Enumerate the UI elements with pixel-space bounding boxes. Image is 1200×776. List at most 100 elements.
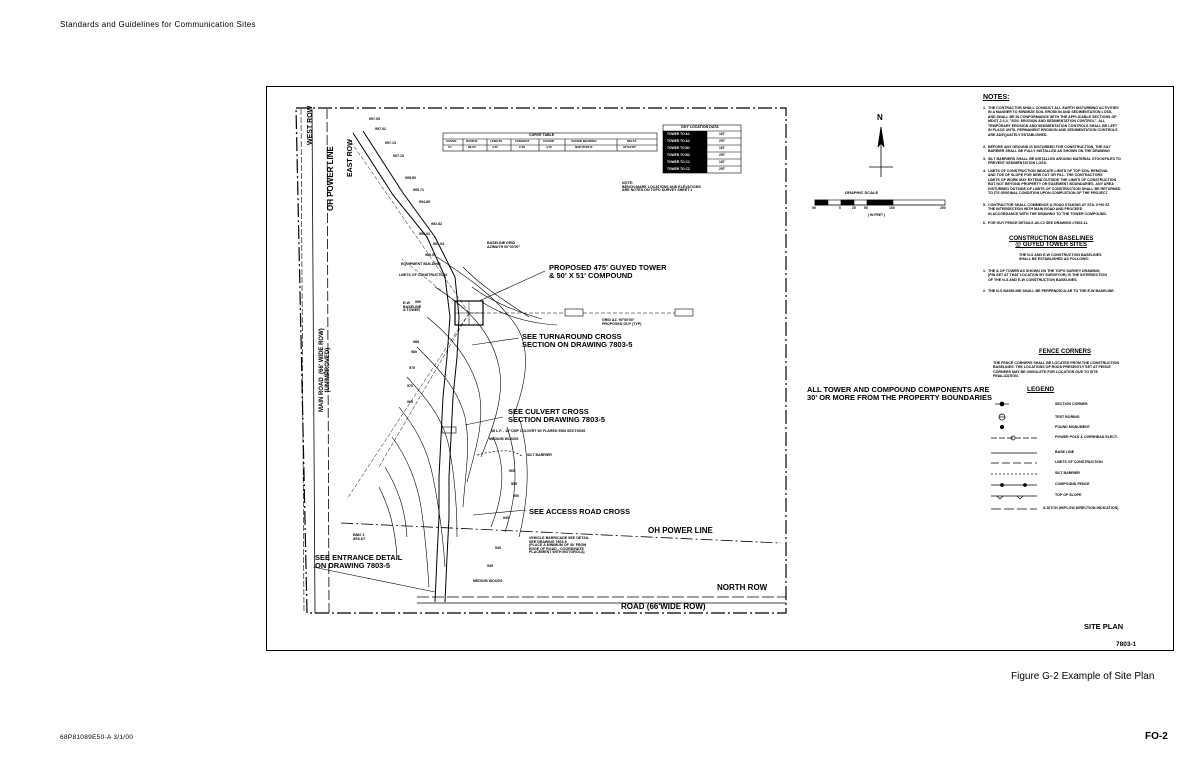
guy-table-cell: TOWER TO A1 [667,132,690,136]
curve-table-title: CURVE TABLE [529,133,555,137]
guy-table-cell: 297' [719,167,726,171]
elevation-label: 940 [495,546,501,550]
guy-table-cell: TOWER TO B1 [667,146,690,150]
curve-table-header: CHORD [543,139,554,143]
north-row-label: NORTH ROW [717,583,768,592]
legend-item: SILT BARRIER [1055,471,1080,475]
elevation-label: 995.71 [413,188,424,192]
grid-az-label: GRID AZ. 90°00'00" PROPOSED GUY (TYP) [602,318,642,326]
curve-table-cell: 4.75 [492,145,498,149]
note-item: 6. FOR GUY FENCE DETAILS A0-C2 SEE DRAWI… [983,221,1089,225]
guy-table-cell: TOWER TO C1 [667,160,690,164]
baselines-note: 1. THE & OF TOWER AS SHOWN ON THE TOPO S… [983,269,1107,282]
legend-item: COMPOUND FENCE [1055,482,1090,486]
guy-table-cell: 167' [719,146,726,150]
curve-table-header: DELTA [627,139,637,143]
scale-tick: 0 [839,206,841,210]
west-row-label: WEST ROW [307,105,314,145]
scale-tick: 25 [852,206,856,210]
culvert-note-label: 38 L.F. - 18"CMP CULVERT W/ FLARED END S… [491,429,586,433]
baseline-grid-label: BASELINE GRID AZIMUTH 00°00'00" [487,241,521,249]
oh-power-line [340,522,782,544]
legend-item: LIMITS OF CONSTRUCTION [1055,460,1103,464]
baselines-title: CONSTRUCTION BASELINES @ GUYED TOWER SIT… [1009,236,1094,248]
culvert-callout: SEE CULVERT CROSS SECTION DRAWING 7803-5 [508,407,606,424]
note-item: 3. SILT BARRIERS SHALL BE INSTALLED AROU… [983,157,1121,166]
baselines-intro: THE N-S AND E-W CONSTRUCTION BASELINES S… [1019,253,1102,262]
site-plan-drawing [295,107,1037,614]
graphic-scale-unit: ( IN FEET ) [868,213,886,217]
legend-item: TEST BORING [1055,415,1080,419]
elevation-label: 989.91 [425,253,436,257]
note-item: 1. THE CONTRACTOR SHALL CONDUCT ALL EART… [983,106,1119,137]
curve-table-header: LENGTH [490,139,503,143]
property-callout: ALL TOWER AND COMPOUND COMPONENTS ARE 30… [807,385,992,402]
elevation-label: 955 [511,482,517,486]
graphic-scale-title: GRAPHIC SCALE [845,190,879,195]
baseline-tower-label: E-W BASELINE & TOWER [403,301,422,313]
limits-of-construction-label: LIMITS OF CONSTRUCTION [399,273,447,277]
contour-lines [378,256,558,588]
equipment-building-label: EQUIPMENT BUILDING [401,262,441,266]
site-plan-sheet: WEST ROW EAST ROW OH POWER LINE MAIN ROA… [266,86,1174,651]
curve-table-header: CURVE [446,139,457,143]
medium-woods-2-label: MEDIUM WOODS [473,579,503,583]
north-arrow-graphic [869,126,893,177]
elevation-label: 950 [513,494,519,498]
elevation-label: 997.53 [369,117,380,121]
elevation-label: 935 [487,564,493,568]
page-number: FO-2 [1145,731,1168,742]
guy-table-cell: 167' [719,160,726,164]
elevation-label: 993.63 [419,232,430,236]
guy-table-cell: 297' [719,139,726,143]
elevation-label: 992.82 [431,222,442,226]
curve-table-cell: 4.75 [546,145,552,149]
elevation-label: 945 [503,516,509,520]
legend-symbols [991,401,1037,510]
legend-item: POWER POLE & OVERHEAD ELECT. [1055,435,1118,439]
elevation-label: 980 [411,350,417,354]
curve-table-cell: 89.50 [468,145,476,149]
curve-table [442,132,658,152]
legend-item: SECTION CORNER [1055,402,1088,406]
curve-table-cell: 03°02'28" [623,145,637,149]
guy-table-cell: TOWER TO A2 [667,139,690,143]
road-label: ROAD (66'WIDE ROW) [621,602,706,611]
baselines-note: 2. THE N-S BASELINE SHALL BE PERPENDICUL… [983,289,1115,293]
elevation-label: 965 [407,400,413,404]
elevation-label: 997.02 [375,127,386,131]
guy-table-cell: 167' [719,132,726,136]
legend-item: BASE LINE [1055,450,1075,454]
access-road [352,132,451,603]
east-row-label: EAST ROW [347,139,354,177]
curve-table-cell: 2.38 [519,145,525,149]
silt-barrier-label: SILT BARRIER [527,453,552,457]
sheet-title: SITE PLAN [1084,622,1124,631]
figure-caption: Figure G-2 Example of Site Plan [1011,671,1155,682]
scale-tick: 50 [812,206,816,210]
main-road-label: MAIN ROAD (66' WIDE ROW) (UNIMPROVED) [319,328,331,412]
entrance-callout: SEE ENTRANCE DETAIL ON DRAWING 7803-5 [315,553,403,570]
sheet-number: 7803-1 [1116,641,1137,648]
curve-table-cell: C1 [448,145,452,149]
guy-table-cell: TOWER TO B2 [667,153,690,157]
elevation-label: 997.10 [393,154,404,158]
page-header: Standards and Guidelines for Communicati… [60,20,256,29]
north-arrow-label: N [877,113,883,122]
fence-corners-title: FENCE CORNERS [1039,349,1092,355]
vehicle-barricade-label: VEHICLE BARRICADE SEE DETAIL SEE DRAWING… [529,536,590,555]
curve-table-header: RADIUS [466,139,478,143]
oh-power-line-vertical-label: OH POWER LINE [326,146,335,211]
elevation-label: 970 [407,384,413,388]
elevation-label: 997.13 [385,141,396,145]
bench-note-label: NOTE: BENCH-MARK LOCATIONS AND ELEVATION… [622,181,701,193]
note-item: 4. LIMITS OF CONSTRUCTION INDICATE LIMIT… [983,169,1121,196]
curve-table-header: CHORD BEARING [571,139,597,143]
property-boundary [295,107,787,614]
oh-power-line-horizontal-label: OH POWER LINE [648,526,713,535]
document-number: 68P81089E50-A 3/1/00 [60,734,134,741]
guy-table-cell: TOWER TO C2 [667,167,690,171]
curve-table-cell: N08°45'29"E [575,145,593,149]
elevation-label: 985 [413,340,419,344]
guy-table-title: GUY LOCATION DATA [681,125,719,129]
